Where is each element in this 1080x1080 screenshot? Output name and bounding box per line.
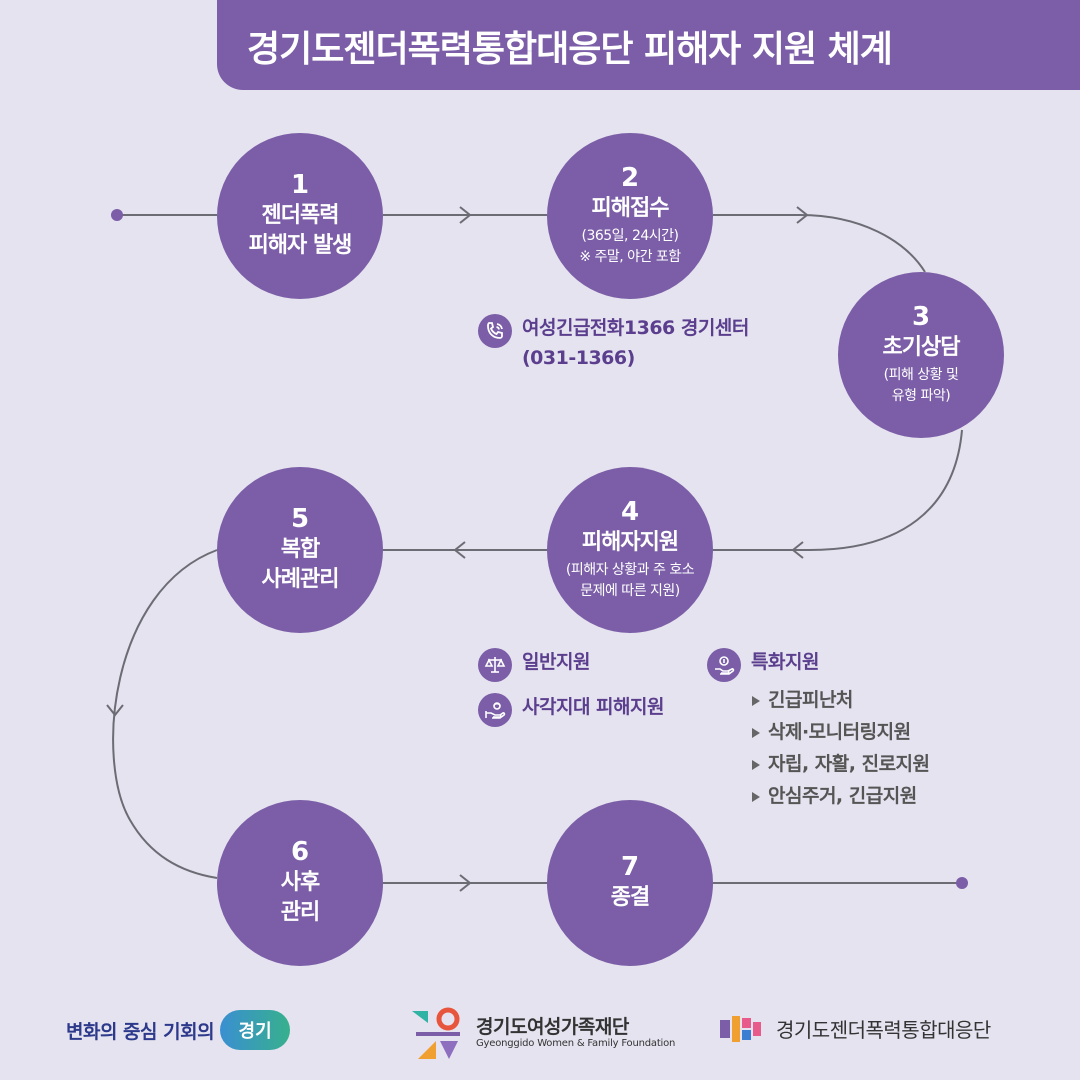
title-bar: 경기도젠더폭력통합대응단 피해자 지원 체계	[217, 0, 1080, 90]
step-7-number: 7	[620, 852, 640, 883]
scale-icon	[478, 648, 512, 682]
slogan-badge: 경기	[220, 1010, 291, 1050]
list-item-text: 삭제·모니터링지원	[768, 721, 911, 743]
arrow-6-7	[459, 874, 472, 892]
triangle-bullet-icon	[752, 791, 760, 802]
general-support: 일반지원	[478, 648, 590, 682]
flow-start-dot	[111, 209, 123, 221]
foundation-emblem-icon	[412, 1007, 460, 1059]
step-2-circle: 2 피해접수 (365일, 24시간) ※ 주말, 야간 포함	[547, 133, 713, 299]
list-item-text: 안심주거, 긴급지원	[768, 785, 917, 807]
list-item: 자립, 자활, 진로지원	[752, 748, 930, 780]
hotline-info: 여성긴급전화1366 경기센터 (031-1366)	[478, 314, 749, 373]
general-support-text: 일반지원	[522, 651, 590, 673]
connector-2-3	[713, 214, 926, 273]
step-7-title: 종결	[610, 885, 650, 911]
connector-5-6	[112, 549, 218, 879]
arrow-3-4	[791, 541, 804, 559]
step-1-title: 젠더폭력 피해자 발생	[248, 203, 353, 258]
arrow-1-2	[459, 206, 472, 224]
step-2-title: 피해접수	[591, 196, 670, 222]
step-6-circle: 6 사후 관리	[217, 800, 383, 966]
connector-3-4	[713, 429, 963, 551]
step-1-circle: 1 젠더폭력 피해자 발생	[217, 133, 383, 299]
phone-icon	[478, 314, 512, 348]
gyeonggi-slogan-logo: 변화의 중심 기회의 경기	[66, 1010, 291, 1050]
center-logo: 경기도젠더폭력통합대응단	[720, 1014, 991, 1043]
center-name: 경기도젠더폭력통합대응단	[776, 1018, 991, 1042]
page-title: 경기도젠더폭력통합대응단 피해자 지원 체계	[247, 29, 893, 70]
step-5-circle: 5 복합 사례관리	[217, 467, 383, 633]
step-1-number: 1	[290, 170, 310, 201]
step-5-number: 5	[290, 504, 310, 535]
step-3-number: 3	[911, 302, 931, 333]
list-item: 안심주거, 긴급지원	[752, 780, 930, 812]
step-3-title: 초기상담	[882, 335, 961, 361]
flow-end-dot	[956, 877, 968, 889]
step-2-subtitle: (365일, 24시간) ※ 주말, 야간 포함	[579, 227, 681, 265]
slogan-text: 변화의 중심 기회의	[66, 1020, 215, 1043]
triangle-bullet-icon	[752, 695, 760, 706]
triangle-bullet-icon	[752, 759, 760, 770]
blind-spot-support-text: 사각지대 피해지원	[522, 696, 664, 718]
special-support-text: 특화지원	[751, 651, 819, 673]
hand-money-icon	[707, 648, 741, 682]
arrow-2-3	[796, 206, 809, 224]
special-support-list: 긴급피난처 삭제·모니터링지원 자립, 자활, 진로지원 안심주거, 긴급지원	[752, 684, 930, 812]
arrow-4-5	[453, 541, 466, 559]
foundation-logo: 경기도여성가족재단 Gyeonggido Women & Family Foun…	[410, 1005, 675, 1061]
list-item: 긴급피난처	[752, 684, 930, 716]
special-support: 특화지원	[707, 648, 819, 682]
step-2-number: 2	[620, 163, 640, 194]
step-6-title: 사후 관리	[280, 870, 320, 925]
step-4-title: 피해자지원	[581, 530, 679, 556]
list-item-text: 긴급피난처	[768, 689, 853, 711]
step-4-number: 4	[620, 497, 640, 528]
arrow-5-6	[106, 704, 124, 717]
list-item: 삭제·모니터링지원	[752, 716, 930, 748]
foundation-name: 경기도여성가족재단	[476, 1016, 629, 1039]
step-6-number: 6	[290, 837, 310, 868]
list-item-text: 자립, 자활, 진로지원	[768, 753, 930, 775]
center-emblem-icon	[720, 1015, 761, 1042]
blind-spot-support: 사각지대 피해지원	[478, 693, 664, 727]
step-4-circle: 4 피해자지원 (피해자 상황과 주 호소 문제에 따른 지원)	[547, 467, 713, 633]
hand-care-icon	[478, 693, 512, 727]
triangle-bullet-icon	[752, 727, 760, 738]
hotline-text: 여성긴급전화1366 경기센터 (031-1366)	[522, 317, 749, 369]
step-4-subtitle: (피해자 상황과 주 호소 문제에 따른 지원)	[565, 561, 695, 599]
step-3-circle: 3 초기상담 (피해 상황 및 유형 파악)	[838, 272, 1004, 438]
step-7-circle: 7 종결	[547, 800, 713, 966]
step-3-subtitle: (피해 상황 및 유형 파악)	[883, 366, 959, 404]
foundation-english-name: Gyeonggido Women & Family Foundation	[476, 1037, 676, 1049]
step-5-title: 복합 사례관리	[261, 537, 340, 592]
